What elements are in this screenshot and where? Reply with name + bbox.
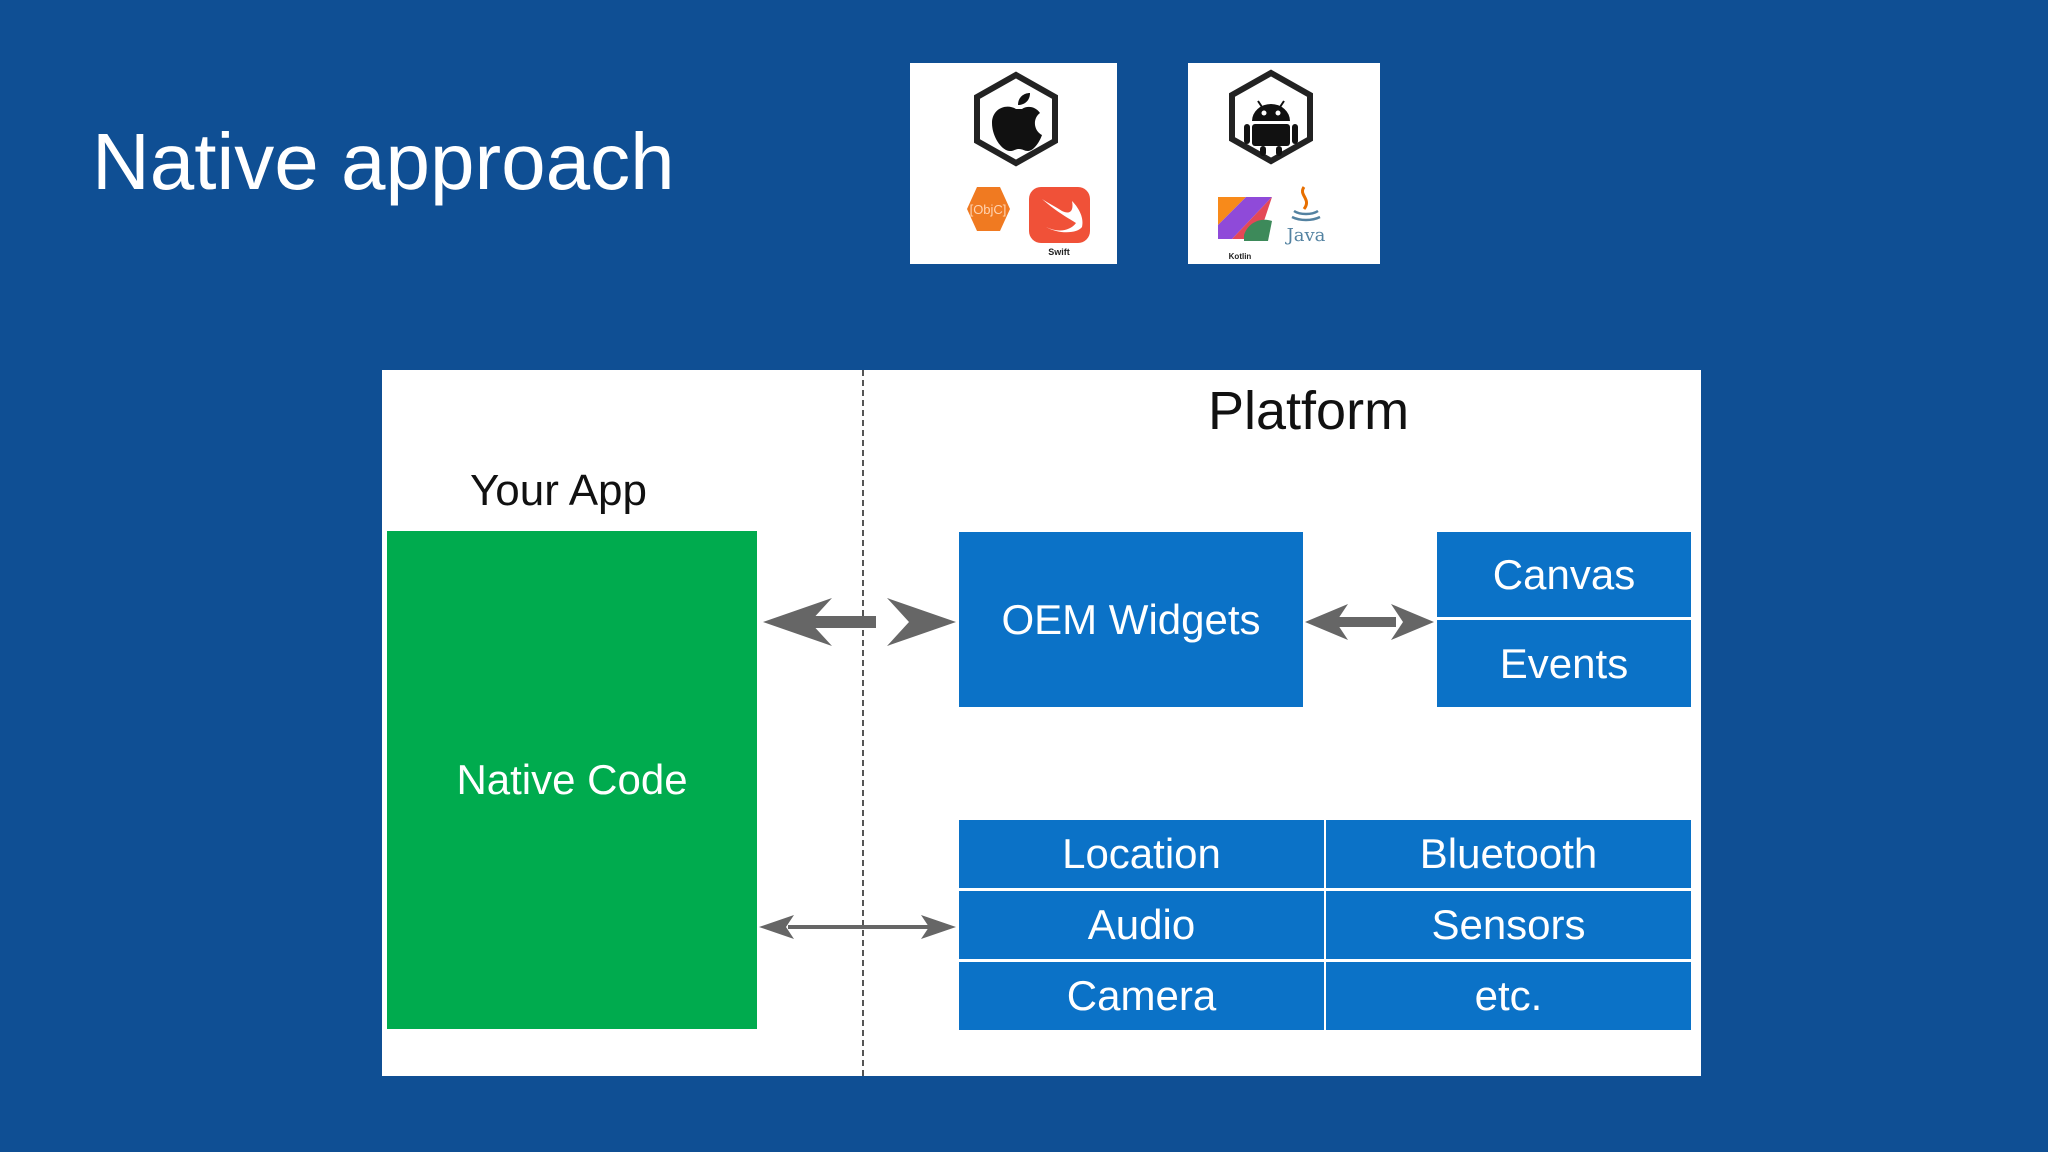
native-architecture-diagram: Your App Platform Native Code OEM Widget… <box>382 370 1701 1076</box>
oem-widgets-box: OEM Widgets <box>959 532 1303 707</box>
oem-canvas-arrow <box>1305 604 1434 640</box>
service-cell-sensors: Sensors <box>1326 891 1691 959</box>
app-platform-divider <box>862 370 864 1076</box>
ios-logo-card: [ObjC] Swift <box>910 63 1117 264</box>
canvas-box: Canvas <box>1437 532 1691 617</box>
apple-icon <box>992 93 1042 151</box>
app-oem-arrow <box>763 598 956 646</box>
slide-title: Native approach <box>92 117 675 206</box>
oem-widgets-label: OEM Widgets <box>1001 595 1261 643</box>
service-label: Audio <box>1087 901 1196 948</box>
service-label: etc. <box>1474 972 1543 1019</box>
kotlin-caption: Kotlin <box>1229 252 1252 261</box>
java-icon <box>1291 186 1321 222</box>
service-label: Camera <box>1066 972 1217 1019</box>
service-cell-location: Location <box>959 820 1324 888</box>
your-app-label: Your App <box>470 466 647 515</box>
native-code-box: Native Code <box>387 531 757 1029</box>
service-cell-bluetooth: Bluetooth <box>1326 820 1691 888</box>
android-logo-graphic: Kotlin Java <box>1218 69 1326 261</box>
service-label: Location <box>1062 830 1221 877</box>
ios-logo-graphic: [ObjC] Swift <box>967 71 1090 257</box>
service-cell-audio: Audio <box>959 891 1324 959</box>
service-label: Bluetooth <box>1419 830 1598 877</box>
events-label: Events <box>1499 639 1629 687</box>
diagram-arrows <box>759 598 1434 939</box>
app-services-arrow <box>759 915 956 939</box>
objc-badge-label: [ObjC] <box>970 202 1007 217</box>
service-label: Sensors <box>1431 901 1586 948</box>
platform-label: Platform <box>1208 381 1410 441</box>
events-box: Events <box>1437 620 1691 707</box>
java-label: Java <box>1285 225 1326 246</box>
kotlin-icon <box>1218 197 1272 241</box>
objc-badge-icon <box>967 187 1010 231</box>
android-icon <box>1244 100 1298 156</box>
canvas-label: Canvas <box>1492 550 1636 598</box>
service-cell-camera: Camera <box>959 962 1324 1030</box>
swift-caption: Swift <box>1048 247 1070 257</box>
native-code-label: Native Code <box>456 756 688 803</box>
android-logo-card: Kotlin Java <box>1188 63 1380 264</box>
service-cell-etc: etc. <box>1326 962 1691 1030</box>
